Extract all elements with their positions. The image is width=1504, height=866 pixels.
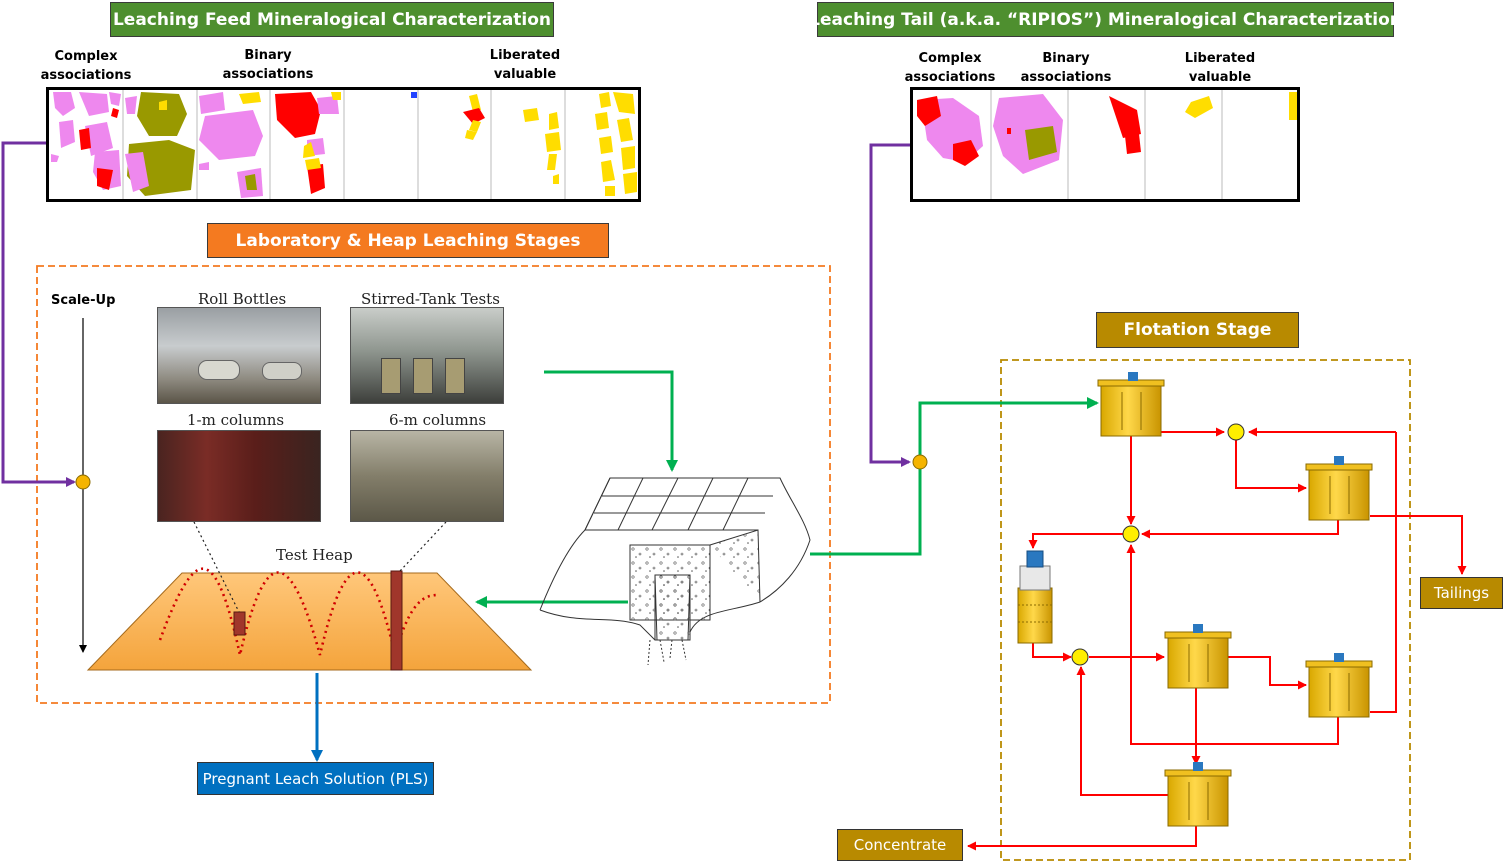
column-callout-line-left [193, 521, 240, 613]
feed-particle-images [51, 90, 637, 199]
photos-to-heap-cross-section-arrow [544, 370, 678, 472]
tail-characterization-title: Leaching Tail (a.k.a. “RIPIOS”) Mineralo… [809, 2, 1402, 37]
flotation-mixer-b [1122, 525, 1140, 543]
flotation-stage-container [1000, 359, 1411, 861]
mixer-node [912, 454, 928, 470]
feed-characterization-title: Leaching Feed Mineralogical Characteriza… [110, 2, 554, 37]
column-callout-line-right [399, 521, 447, 572]
one-m-columns-label: 1-m columns [187, 411, 285, 429]
flotation-tank-cleaner-1 [1164, 624, 1232, 689]
stirred-tank-photo [350, 307, 504, 404]
tailings-output-label: Tailings [1420, 577, 1503, 609]
heap-sample-column-small [233, 611, 246, 636]
pls-output-label: Pregnant Leach Solution (PLS) [197, 762, 434, 795]
heap-flow-path [158, 567, 439, 656]
bottle-icon [262, 362, 302, 380]
one-m-columns-photo [157, 430, 321, 522]
feed-complex-label: Complex associations [40, 49, 132, 83]
feed-binary-label: Binary associations [222, 48, 314, 82]
tank-icon [445, 358, 465, 394]
flotation-tank-recleaner [1164, 762, 1232, 827]
flotation-tank-cleaner-scavenger [1305, 653, 1373, 718]
roll-bottles-label: Roll Bottles [198, 290, 287, 308]
test-heap-shape [86, 572, 533, 671]
flotation-mixer-a [1227, 423, 1245, 441]
concentrate-output-label: Concentrate [837, 829, 963, 861]
bottle-icon [198, 360, 240, 380]
tail-particle-panel [910, 87, 1300, 202]
tank-icon [381, 358, 401, 394]
scale-up-label: Scale-Up [51, 293, 116, 308]
test-heap-label: Test Heap [276, 546, 353, 564]
six-m-columns-label: 6-m columns [389, 411, 487, 429]
tail-particle-images [917, 90, 1297, 199]
flotation-tank-rougher-1 [1097, 372, 1165, 437]
feed-to-scaleup-connector [1, 141, 76, 487]
six-m-columns-photo [350, 430, 504, 522]
tank-icon [413, 358, 433, 394]
heap-sample-column-large [390, 570, 403, 671]
flotation-column-cell [1017, 550, 1053, 644]
scale-up-node [75, 474, 91, 490]
stirred-tank-label: Stirred-Tank Tests [361, 290, 500, 308]
heap-cross-section-sketch [539, 477, 811, 666]
lab-stage-container [36, 265, 831, 704]
flotation-stage-title: Flotation Stage [1096, 312, 1299, 348]
roll-bottles-photo [157, 307, 321, 404]
heap-to-flotation-arrow [810, 397, 1099, 556]
lab-heap-stage-title: Laboratory & Heap Leaching Stages [207, 223, 609, 258]
flotation-mixer-c [1071, 648, 1089, 666]
tail-binary-label: Binary associations [1020, 51, 1112, 85]
tail-complex-label: Complex associations [904, 51, 996, 85]
feed-particle-panel [46, 87, 641, 202]
flotation-tank-scavenger-1 [1305, 456, 1373, 521]
tail-to-mixer-connector [869, 143, 912, 467]
